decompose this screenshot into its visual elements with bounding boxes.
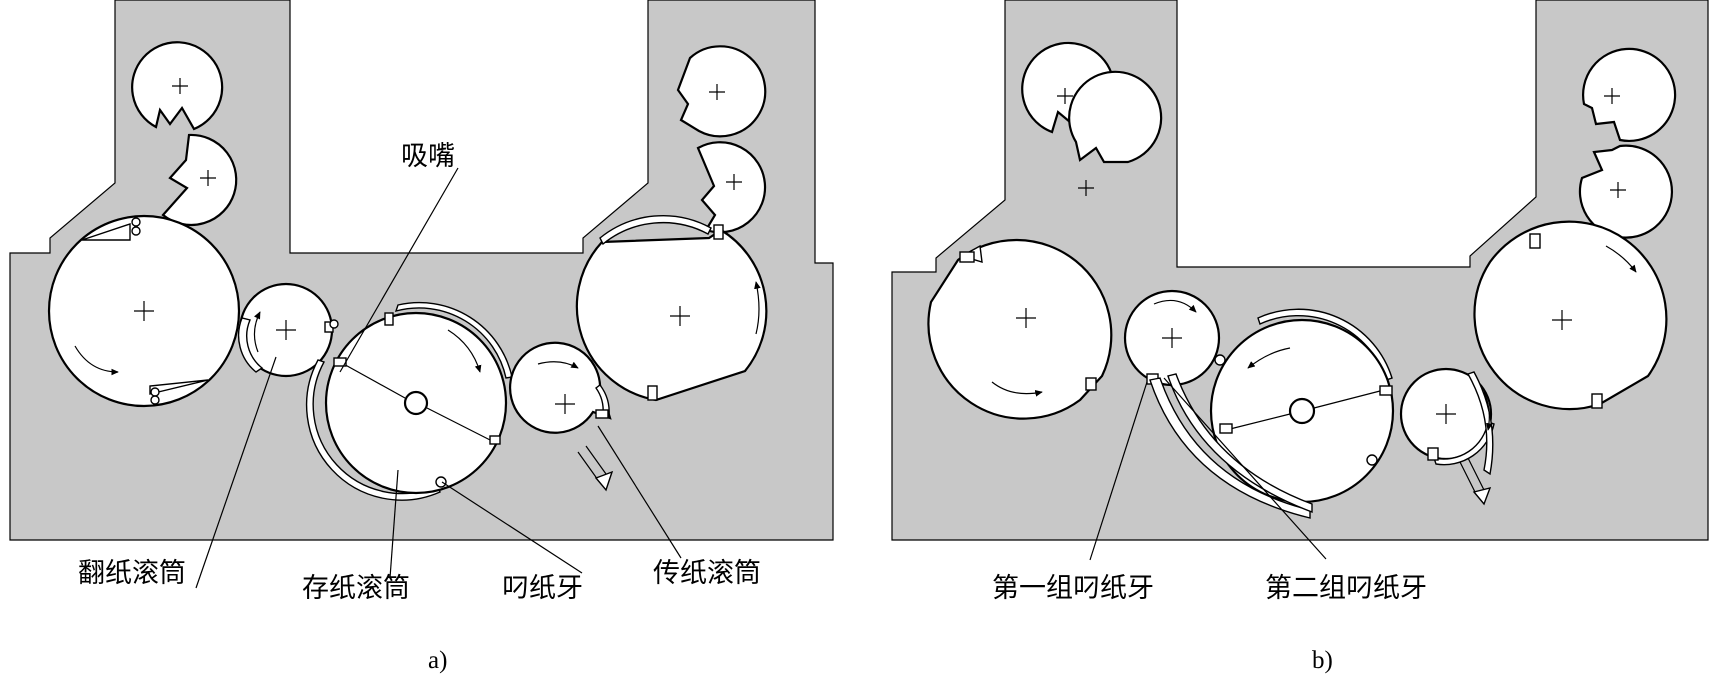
intermediate-cylinder-a — [237, 282, 339, 378]
upper-cylinder-right-bottom — [696, 141, 767, 234]
label-second-gripper-group: 第二组叼纸牙 — [1265, 573, 1427, 603]
label-first-gripper-group: 第一组叼纸牙 — [992, 573, 1154, 603]
caption-b: b) — [1312, 647, 1333, 674]
storage-cylinder-a — [305, 301, 513, 501]
upper-cylinder-b-right-top — [1582, 47, 1677, 142]
small-transfer-cylinder-b — [1399, 367, 1495, 506]
upper-cylinder-b-right-bottom — [1578, 144, 1674, 239]
label-storage-cylinder: 存纸滚筒 — [302, 573, 410, 603]
machine-frame-a — [9, 0, 834, 541]
transfer-cylinder-b — [1473, 220, 1668, 411]
storage-cylinder-b — [1149, 308, 1395, 519]
label-perfecting-cylinder: 翻纸滚筒 — [78, 558, 186, 588]
upper-cylinder-right-top — [676, 45, 767, 138]
label-transfer-cylinder: 传纸滚筒 — [653, 558, 761, 588]
caption-a: a) — [428, 647, 447, 674]
transfer-cylinder-a — [575, 215, 768, 402]
panel-b: 第一组叼纸牙 第二组叼纸牙 b) — [891, 0, 1709, 674]
perfecting-cylinder-b — [927, 238, 1113, 420]
upper-cylinder-b-left-bottom — [1068, 70, 1163, 196]
small-transfer-cylinder-a — [508, 341, 614, 492]
label-suction-nozzle: 吸嘴 — [401, 141, 455, 171]
panel-a: 吸嘴 翻纸滚筒 存纸滚筒 叼纸牙 传纸滚筒 a) — [9, 0, 834, 674]
upper-cylinder-left-top — [131, 41, 224, 131]
label-gripper: 叼纸牙 — [502, 573, 583, 603]
perfecting-cylinder-a — [47, 214, 241, 408]
